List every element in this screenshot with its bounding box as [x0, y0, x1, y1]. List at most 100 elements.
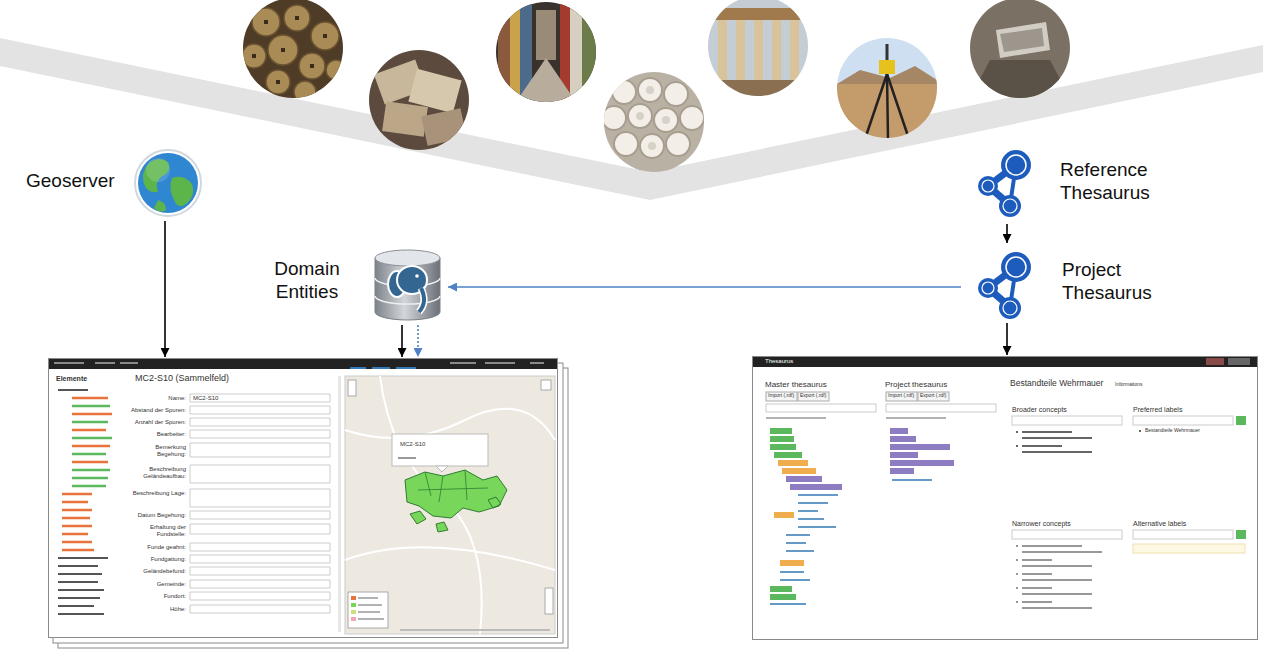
temple-photo-part-part [736, 20, 745, 80]
app-screenshot-part [62, 398, 112, 550]
thesaurus-node: Reference Thesaurus [962, 143, 1176, 223]
thesaurus-screenshot [752, 356, 1258, 640]
text-slot: Fundgattung: [128, 556, 186, 563]
coins-photo-part-part [276, 80, 280, 84]
screen-label: Informations [1115, 382, 1143, 388]
flow-arrow [417, 325, 419, 357]
thesaurus-screenshot-part [770, 480, 932, 604]
app-screenshot-part [348, 380, 356, 396]
app-screenshot-part [345, 376, 555, 634]
screen-label: Abstand der Spuren: [128, 407, 186, 414]
flow-arrow [164, 221, 166, 357]
screen-label: Höhe: [128, 606, 186, 613]
text-slot: Project thesaurus [885, 380, 947, 389]
coins-photo-part [252, 16, 327, 84]
text-slot: Geländebefund: [128, 568, 186, 575]
excavation-photo-part [970, 0, 1070, 98]
survey-photo-part [866, 74, 908, 140]
text-slot: Bemerkung Begehung: [128, 444, 186, 458]
globe-icon [135, 150, 201, 216]
thesaurus-node: Project Thesaurus [962, 244, 1178, 322]
thesaurus-screenshot-part [1012, 416, 1122, 425]
temple-photo-part [708, 80, 808, 100]
thesaurus-screenshot-part [1206, 358, 1224, 365]
flow-arrow [401, 325, 403, 357]
ceramics-photo-part-part [638, 78, 662, 102]
ceramics-photo-part-part [636, 112, 644, 120]
coins-photo-part [242, 5, 346, 103]
thesaurus-screenshot-part-part [774, 452, 802, 458]
papers-photo-part [382, 101, 428, 137]
thesaurus-screenshot-part [770, 428, 802, 600]
thesaurus-screenshot-part [766, 417, 946, 419]
app-screenshot-part [545, 588, 553, 614]
thesaurus-screenshot-part-part [890, 452, 918, 458]
postgres-icon-part [419, 288, 424, 312]
screen-label: Export (.rdf) [800, 393, 826, 399]
text-slot: Project Thesaurus [1062, 259, 1174, 305]
thesaurus-screenshot-part-part [890, 460, 954, 466]
screen-label: Anzahl der Spuren: [128, 419, 186, 426]
screen-label: Fundort: [128, 593, 186, 600]
thesaurus-icon-part [999, 195, 1021, 217]
thesaurus-screenshot-part-part [782, 468, 816, 474]
survey-photo-part-part [887, 74, 888, 140]
ceramics-photo-part [636, 86, 670, 150]
excavation-photo-part [1000, 28, 1044, 52]
ceramics-photo-part-part [646, 86, 654, 94]
temple-photo [708, 0, 808, 100]
text-slot: Gemeinde: [128, 581, 186, 588]
thesaurus-screenshot-part-part [770, 428, 792, 434]
ceramics-photo-part-part [640, 134, 664, 158]
coins-photo-part-part [264, 20, 268, 24]
ceramics-photo [602, 72, 704, 172]
thesaurus-screenshot-part-part [770, 436, 794, 442]
text-slot: Bestandteile Wehrmauer [1010, 379, 1103, 389]
shop-photo-part [498, 2, 510, 102]
screen-label: Beschreibung Geländeaufbau: [128, 466, 186, 480]
screen-label: Broader concepts [1012, 406, 1067, 414]
postgres-icon-part [375, 250, 440, 266]
text-slot: Export (.rdf) [800, 393, 826, 399]
thesaurus-icon-part [999, 297, 1021, 319]
thesaurus-screenshot-part [1228, 358, 1250, 365]
temple-photo-part-part [718, 20, 727, 80]
postgres-icon-part [415, 274, 419, 278]
screen-heading: MC2-S10 (Sammelfeld) [135, 373, 229, 384]
thesaurus-screenshot-part-part [770, 444, 796, 450]
thesaurus-icon-part [982, 282, 994, 294]
text-slot: Export (.rdf) [920, 393, 946, 399]
coins-photo-part-part [295, 16, 299, 20]
temple-photo-part-part [772, 20, 781, 80]
thesaurus-icon-part [1001, 252, 1031, 282]
coins-photo-part-part [294, 81, 316, 103]
thesaurus-screenshot-part-part [778, 460, 808, 466]
temple-photo-part [718, 20, 799, 80]
app-screenshot-part [48, 358, 558, 369]
screen-label: Master thesaurus [765, 380, 827, 389]
node-label: Geoserver [26, 170, 115, 193]
temple-photo-part [712, 8, 804, 20]
thesaurus-screenshot-part-part [774, 512, 794, 518]
flow-arrow [1006, 323, 1008, 355]
ceramics-photo-part [602, 78, 704, 158]
papers-photo-part [421, 108, 466, 146]
app-screenshot-part [400, 629, 550, 631]
thesaurus-screenshot-part [1133, 416, 1233, 425]
thesaurus-screenshot-part [886, 404, 996, 412]
screen-label: Gemeinde: [128, 581, 186, 588]
shop-photo-part [582, 2, 596, 102]
screen-label: Datum Begehung: [128, 512, 186, 519]
thesaurus-icon-part [982, 180, 994, 192]
papers-photo [369, 50, 469, 150]
thesaurus-screenshot-part-part [890, 444, 950, 450]
coins-photo-part-part [311, 22, 339, 50]
thesaurus-screenshot-part [766, 392, 797, 401]
thesaurus-screenshot-part-part [890, 428, 908, 434]
thesaurus-icon-part [978, 176, 998, 196]
shop-photo-part [496, 2, 596, 102]
coins-photo-part-part [252, 54, 256, 58]
